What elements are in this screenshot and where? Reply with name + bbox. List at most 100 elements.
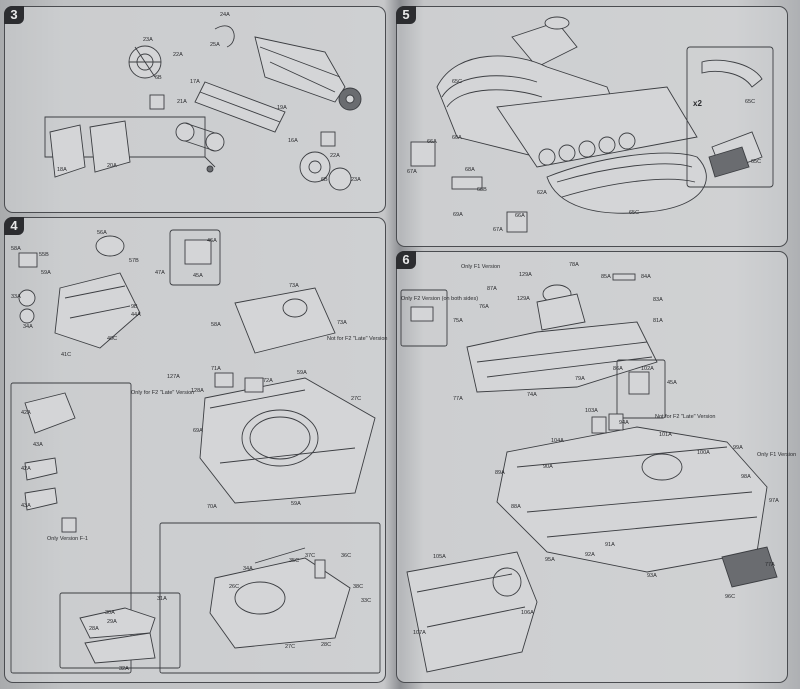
part-label: 67A (407, 169, 417, 175)
part-label: 31A (157, 596, 167, 602)
version-note: Not for F2 "Late" Version (327, 336, 388, 342)
part-label: 6B (321, 177, 328, 183)
part-label: 68B (477, 187, 487, 193)
part-label: 35C (289, 558, 300, 564)
part-label: 25A (210, 42, 220, 48)
step-number: 6 (396, 251, 416, 269)
part-label: 19A (277, 105, 287, 111)
part-label: 74A (527, 392, 537, 398)
part-label: 30A (105, 610, 115, 616)
part-label: 23A (351, 177, 361, 183)
version-note: Not for F2 "Late" Version (655, 414, 716, 420)
part-label: 102A (641, 366, 654, 372)
part-label: 42A (21, 410, 31, 416)
part-label: 24A (220, 12, 230, 18)
part-label: 16A (288, 138, 298, 144)
part-label: 56A (97, 230, 107, 236)
part-label: 45A (667, 380, 677, 386)
part-label: 57B (129, 258, 139, 264)
step-number: 3 (4, 6, 24, 24)
part-label: 98A (741, 474, 751, 480)
part-label: 101A (659, 432, 672, 438)
part-label: 107A (413, 630, 426, 636)
part-label: 6B (155, 75, 162, 81)
part-label: 59A (41, 270, 51, 276)
part-label: 34A (243, 566, 253, 572)
part-label: 77A (765, 562, 775, 568)
part-label: 55B (39, 252, 49, 258)
part-label: 72A (263, 378, 273, 384)
part-label: 27C (351, 396, 362, 402)
part-label: 66A (515, 213, 525, 219)
part-label: 58A (211, 322, 221, 328)
part-label: 96C (725, 594, 736, 600)
part-label: 87A (487, 286, 497, 292)
part-label: 103A (585, 408, 598, 414)
part-label: 75A (453, 318, 463, 324)
part-label: 46A (207, 238, 217, 244)
part-label: 100A (697, 450, 710, 456)
part-label: 90A (543, 464, 553, 470)
part-label: 84A (641, 274, 651, 280)
part-label: 32A (119, 666, 129, 672)
part-label: 65C (751, 159, 762, 165)
part-label: 79A (575, 376, 585, 382)
part-label: 69A (193, 428, 203, 434)
part-label: 129A (517, 296, 530, 302)
part-label: 58A (11, 246, 21, 252)
version-note: Only for F2 "Late" Version (131, 390, 195, 396)
part-label: 28A (89, 626, 99, 632)
part-label: 127A (167, 374, 180, 380)
part-label: 26C (229, 584, 240, 590)
step-6-panel: 6 78A 129A 87A 129A 85A 84A 76A 83A (396, 251, 796, 683)
part-label: 93A (647, 573, 657, 579)
part-label: 59A (297, 370, 307, 376)
part-label: 128A (191, 388, 204, 394)
version-note: Only F1 Version (757, 452, 797, 458)
part-label: 59A (291, 501, 301, 507)
step-number: 5 (396, 6, 416, 24)
part-label: 88A (511, 504, 521, 510)
part-label: 22A (173, 52, 183, 58)
part-label: 66A (427, 139, 437, 145)
part-label: 9B (131, 304, 138, 310)
step-6-drawing (400, 273, 778, 673)
step-4-panel: 4 58 (4, 217, 388, 683)
part-label: 97A (769, 498, 779, 504)
part-label: 23A (143, 37, 153, 43)
part-label: 33C (361, 598, 372, 604)
part-label: 106A (521, 610, 534, 616)
part-label: 85A (601, 274, 611, 280)
part-label: 18A (57, 167, 67, 173)
part-label: 40C (107, 336, 118, 342)
step-4-drawing (10, 229, 381, 674)
step-number: 4 (4, 217, 24, 235)
part-label: 65C (629, 210, 640, 216)
part-label: 65C (745, 99, 756, 105)
part-label: 37C (305, 553, 316, 559)
part-label: 22A (330, 153, 340, 159)
part-label: 104A (551, 438, 564, 444)
part-label: 38C (353, 584, 364, 590)
part-label: 86A (613, 366, 623, 372)
part-label: 91A (605, 542, 615, 548)
part-label: 81A (653, 318, 663, 324)
part-label: 17A (190, 79, 200, 85)
part-label: 21A (177, 99, 187, 105)
version-note: Only F1 Version (461, 264, 501, 270)
part-label: 92A (585, 552, 595, 558)
part-label: 60A (452, 135, 462, 141)
part-label: 71A (211, 366, 221, 372)
part-label: 105A (433, 554, 446, 560)
part-label: 43A (33, 442, 43, 448)
part-label: 36C (341, 553, 352, 559)
step-3-panel: 3 24A 25A 23A 22A 6B 17A 21A (4, 6, 386, 213)
part-label: 20A (107, 163, 117, 169)
step-5-drawing (397, 7, 774, 233)
part-label: 77A (453, 396, 463, 402)
part-label: 99A (733, 445, 743, 451)
part-label: 62A (537, 190, 547, 196)
part-label: 27C (285, 644, 296, 650)
part-label: 45A (193, 273, 203, 279)
